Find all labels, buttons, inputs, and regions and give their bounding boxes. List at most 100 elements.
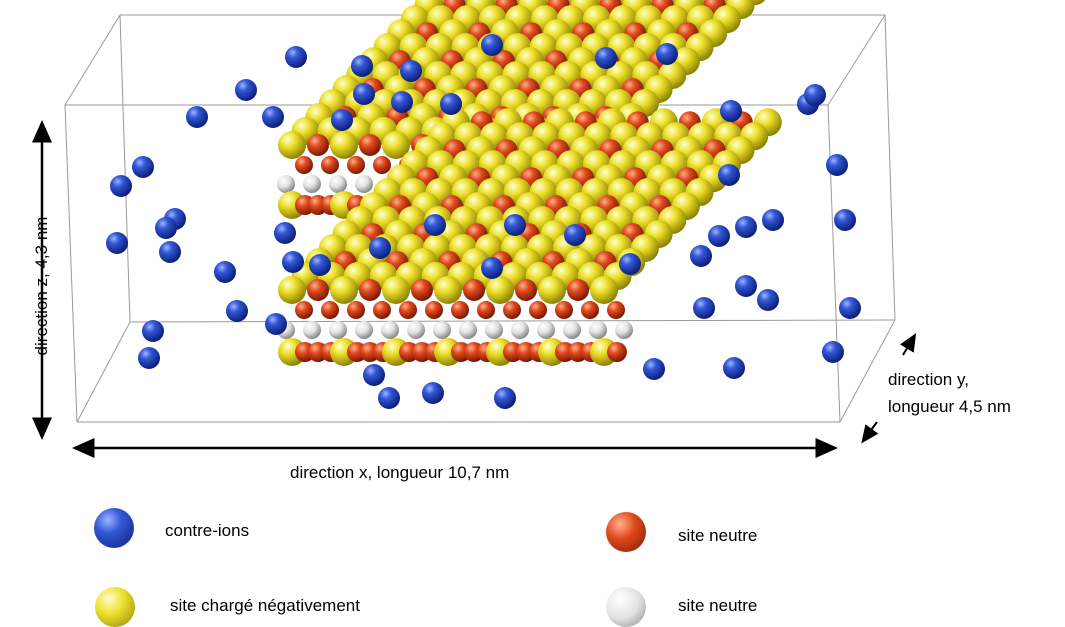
counter-ion bbox=[424, 214, 446, 236]
neutral-site bbox=[463, 279, 485, 301]
counter-ion bbox=[351, 55, 373, 77]
neutral-site bbox=[459, 321, 477, 339]
neutral-site bbox=[451, 301, 469, 319]
counter-ion bbox=[826, 154, 848, 176]
neutral-site bbox=[307, 279, 329, 301]
legend-label-counter-ions: contre-ions bbox=[165, 521, 250, 540]
counter-ion bbox=[723, 357, 745, 379]
counter-ion bbox=[762, 209, 784, 231]
counter-ion bbox=[400, 60, 422, 82]
neutral-site bbox=[381, 321, 399, 339]
legend-blue-sphere-icon bbox=[94, 508, 134, 548]
neutral-site bbox=[433, 321, 451, 339]
counter-ion bbox=[110, 175, 132, 197]
neutral-site bbox=[347, 156, 365, 174]
counter-ion bbox=[735, 216, 757, 238]
neutral-site bbox=[295, 156, 313, 174]
counter-ion bbox=[214, 261, 236, 283]
neutral-site bbox=[303, 175, 321, 193]
counter-ion bbox=[643, 358, 665, 380]
neutral-site bbox=[407, 321, 425, 339]
counter-ion bbox=[619, 253, 641, 275]
charged-site bbox=[278, 131, 306, 159]
neutral-site bbox=[607, 301, 625, 319]
counter-ion bbox=[285, 46, 307, 68]
counter-ion bbox=[481, 34, 503, 56]
counter-ion bbox=[494, 387, 516, 409]
counter-ion bbox=[363, 364, 385, 386]
charged-site bbox=[382, 276, 410, 304]
charged-site bbox=[330, 131, 358, 159]
neutral-site bbox=[589, 321, 607, 339]
counter-ion bbox=[142, 320, 164, 342]
counter-ion bbox=[804, 84, 826, 106]
legend-label-neutral-white: site neutre bbox=[678, 596, 758, 615]
counter-ion bbox=[369, 237, 391, 259]
x-axis-label: direction x, longueur 10,7 nm bbox=[290, 463, 510, 482]
counter-ion bbox=[226, 300, 248, 322]
neutral-site bbox=[581, 301, 599, 319]
neutral-site bbox=[615, 321, 633, 339]
neutral-site bbox=[607, 342, 627, 362]
neutral-site bbox=[425, 301, 443, 319]
counter-ion bbox=[735, 275, 757, 297]
y-axis-arrow-up bbox=[899, 333, 917, 356]
legend-white-sphere-icon bbox=[606, 587, 646, 627]
neutral-site bbox=[515, 279, 537, 301]
counter-ion bbox=[656, 43, 678, 65]
charged-site bbox=[590, 276, 618, 304]
counter-ion bbox=[235, 79, 257, 101]
counter-ion bbox=[504, 214, 526, 236]
counter-ion bbox=[693, 297, 715, 319]
counter-ion bbox=[186, 106, 208, 128]
counter-ion bbox=[595, 47, 617, 69]
counter-ion bbox=[138, 347, 160, 369]
counter-ions bbox=[106, 34, 861, 409]
neutral-site bbox=[277, 175, 295, 193]
neutral-site bbox=[399, 301, 417, 319]
counter-ion bbox=[708, 225, 730, 247]
neutral-site bbox=[355, 175, 373, 193]
neutral-site bbox=[329, 175, 347, 193]
neutral-site bbox=[295, 301, 313, 319]
counter-ion bbox=[690, 245, 712, 267]
charged-site bbox=[434, 276, 462, 304]
neutral-site bbox=[477, 301, 495, 319]
counter-ion bbox=[331, 109, 353, 131]
charged-site bbox=[538, 276, 566, 304]
counter-ion bbox=[564, 224, 586, 246]
neutral-site bbox=[563, 321, 581, 339]
neutral-site bbox=[373, 156, 391, 174]
charged-site bbox=[382, 131, 410, 159]
charged-site bbox=[330, 276, 358, 304]
z-axis-label: direction z, 4,3 nm bbox=[32, 216, 51, 356]
neutral-site bbox=[329, 321, 347, 339]
legend-label-neutral-red: site neutre bbox=[678, 526, 758, 545]
neutral-site bbox=[307, 134, 329, 156]
neutral-site bbox=[359, 134, 381, 156]
counter-ion bbox=[422, 382, 444, 404]
counter-ion bbox=[834, 209, 856, 231]
neutral-site bbox=[537, 321, 555, 339]
counter-ion bbox=[720, 100, 742, 122]
counter-ion bbox=[274, 222, 296, 244]
neutral-site bbox=[503, 301, 521, 319]
neutral-site bbox=[303, 321, 321, 339]
counter-ion bbox=[839, 297, 861, 319]
counter-ion bbox=[155, 217, 177, 239]
clay-layers bbox=[277, 0, 782, 366]
counter-ion bbox=[309, 254, 331, 276]
y-axis-arrow-down bbox=[861, 421, 879, 444]
legend-yellow-sphere-icon bbox=[95, 587, 135, 627]
counter-ion bbox=[282, 251, 304, 273]
counter-ion bbox=[440, 93, 462, 115]
counter-ion bbox=[378, 387, 400, 409]
counter-ion bbox=[718, 164, 740, 186]
neutral-site bbox=[555, 301, 573, 319]
neutral-site bbox=[485, 321, 503, 339]
legend-label-charged: site chargé négativement bbox=[170, 596, 360, 615]
counter-ion bbox=[132, 156, 154, 178]
charged-site bbox=[486, 276, 514, 304]
neutral-site bbox=[321, 156, 339, 174]
counter-ion bbox=[106, 232, 128, 254]
